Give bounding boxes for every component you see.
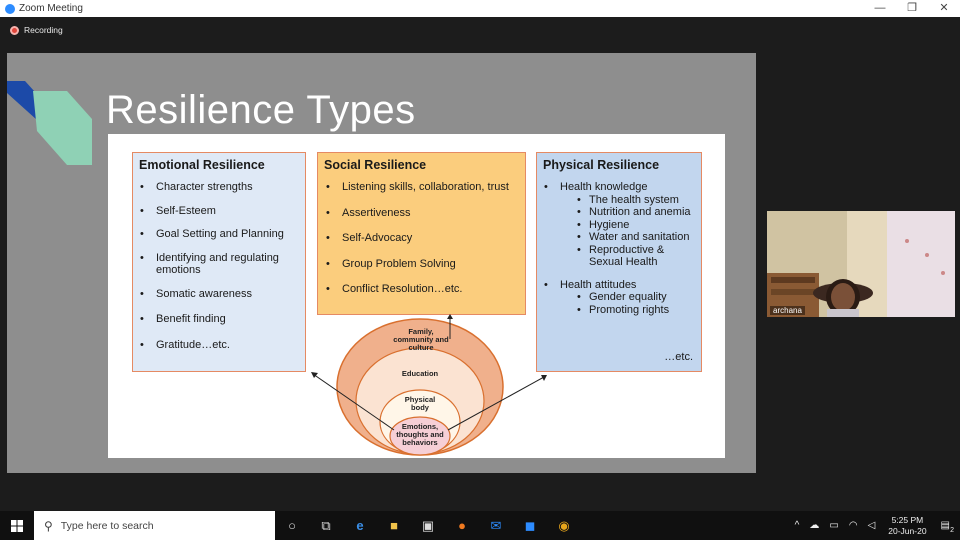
chrome-icon[interactable]: ◉ bbox=[558, 517, 570, 533]
file-explorer-icon[interactable]: ■ bbox=[390, 518, 398, 533]
battery-icon[interactable]: ▭ bbox=[829, 520, 839, 531]
edge-icon[interactable]: e bbox=[356, 518, 364, 533]
list-item: Health attitudes bbox=[544, 279, 701, 292]
list-item: Nutrition and anemia bbox=[577, 206, 699, 219]
diagram-core-label: Emotions, thoughts and behaviors bbox=[396, 422, 444, 447]
recording-icon bbox=[10, 25, 19, 35]
system-tray: ^ ☁ ▭ ◠ ◁ 5:25 PM 20-Jun-20 ▤2 bbox=[790, 511, 960, 540]
search-icon: ⚲ bbox=[44, 518, 53, 533]
list-item: Gender equality bbox=[577, 291, 701, 304]
list-item: Hygiene bbox=[577, 219, 699, 232]
recording-bar: Recording bbox=[0, 17, 960, 43]
restore-button[interactable]: ❐ bbox=[907, 2, 917, 14]
firefox-icon[interactable]: ● bbox=[458, 518, 466, 533]
list-item: Group Problem Solving bbox=[326, 258, 525, 271]
social-heading: Social Resilience bbox=[324, 158, 427, 172]
task-view-icon[interactable]: ⧉ bbox=[321, 517, 331, 533]
list-item: Character strengths bbox=[140, 181, 305, 194]
recording-label[interactable]: Recording bbox=[24, 25, 63, 35]
zoom-taskbar-icon[interactable]: ◼ bbox=[524, 517, 536, 533]
list-item: Goal Setting and Planning bbox=[140, 228, 305, 241]
cortana-icon[interactable]: ○ bbox=[288, 518, 296, 533]
volume-icon[interactable]: ◁ bbox=[867, 520, 876, 531]
mail-icon[interactable]: ✉ bbox=[490, 517, 502, 533]
social-resilience-box: Social Resilience Listening skills, coll… bbox=[317, 152, 526, 315]
participant-video-image bbox=[767, 211, 955, 317]
taskbar-clock[interactable]: 5:25 PM 20-Jun-20 bbox=[888, 515, 926, 537]
list-item: The health system bbox=[577, 194, 699, 207]
taskbar-search-box[interactable]: ⚲ Type here to search bbox=[34, 511, 275, 540]
list-item: Promoting rights bbox=[577, 304, 701, 317]
diagram-middle-label: Education bbox=[401, 369, 439, 378]
clock-time: 5:25 PM bbox=[891, 514, 924, 525]
emotional-resilience-box: Emotional Resilience Character strengths… bbox=[132, 152, 306, 372]
zoom-logo-icon bbox=[5, 3, 15, 14]
list-item: Benefit finding bbox=[140, 313, 305, 326]
list-item: Somatic awareness bbox=[140, 288, 305, 301]
notification-center-icon[interactable]: ▤2 bbox=[940, 520, 954, 534]
physical-heading: Physical Resilience bbox=[543, 158, 660, 172]
windows-taskbar: ⚲ Type here to search ○ ⧉ e ■ ▣ ● ✉ ◼ ◉ … bbox=[0, 511, 960, 540]
participant-video-tile[interactable]: archana bbox=[767, 211, 955, 317]
window-controls: — ❐ ✕ bbox=[864, 0, 960, 17]
notification-count: 2 bbox=[950, 527, 954, 534]
diagram-outer-label: Family, community and culture bbox=[393, 327, 449, 352]
slide-decoration-icon bbox=[7, 81, 92, 165]
physical-etc: …etc. bbox=[664, 351, 693, 363]
list-item: Reproductive & Sexual Health bbox=[577, 244, 699, 269]
list-item: Self-Advocacy bbox=[326, 232, 525, 245]
list-item: Water and sanitation bbox=[577, 231, 699, 244]
start-button[interactable] bbox=[0, 511, 34, 540]
list-item: Listening skills, collaboration, trust bbox=[326, 181, 525, 194]
store-icon[interactable]: ▣ bbox=[421, 517, 435, 533]
list-item: Identifying and regulating emotions bbox=[140, 252, 305, 277]
windows-logo-icon bbox=[11, 519, 23, 532]
list-item: Assertiveness bbox=[326, 207, 525, 220]
diagram-inner-label: Physical body bbox=[404, 395, 436, 412]
wifi-icon[interactable]: ◠ bbox=[848, 520, 858, 531]
slide-title: Resilience Types bbox=[106, 88, 416, 132]
shared-screen-slide: Resilience Types Emotional Resilience Ch… bbox=[7, 53, 756, 473]
window-titlebar: Zoom Meeting — ❐ ✕ bbox=[0, 0, 960, 17]
window-title: Zoom Meeting bbox=[19, 3, 83, 14]
network-icon[interactable]: ☁ bbox=[809, 520, 820, 531]
slide-content: Emotional Resilience Character strengths… bbox=[108, 134, 725, 458]
list-item: Conflict Resolution…etc. bbox=[326, 283, 525, 296]
list-item: Gratitude…etc. bbox=[140, 339, 305, 352]
emotional-heading: Emotional Resilience bbox=[139, 158, 265, 172]
physical-resilience-box: Physical Resilience Health knowledge The… bbox=[536, 152, 702, 372]
list-item: Self-Esteem bbox=[140, 205, 305, 218]
chevron-up-icon[interactable]: ^ bbox=[794, 520, 800, 531]
participant-name: archana bbox=[770, 306, 805, 315]
clock-date: 20-Jun-20 bbox=[888, 525, 927, 536]
list-item: Health knowledge bbox=[544, 181, 701, 194]
close-button[interactable]: ✕ bbox=[939, 2, 949, 14]
minimize-button[interactable]: — bbox=[874, 2, 886, 14]
search-placeholder: Type here to search bbox=[60, 519, 154, 532]
